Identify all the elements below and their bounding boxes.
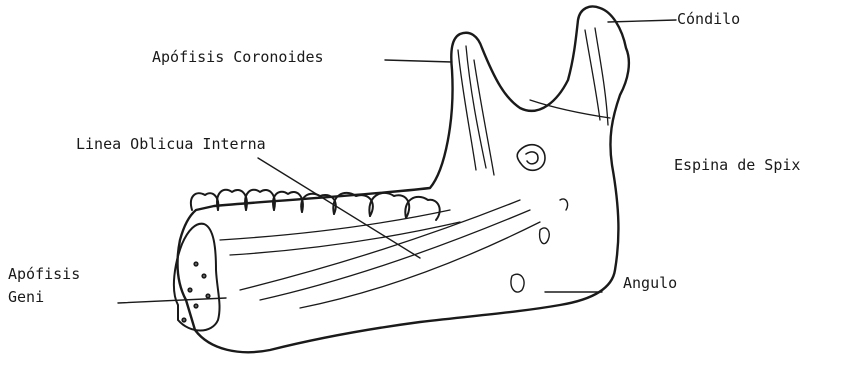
leader-linea-oblicua [258,158,420,258]
oblique-line-striations [220,200,540,308]
label-apofisis-geni-line2: Geni [8,287,44,307]
label-linea-oblicua-interna: Linea Oblicua Interna [76,134,266,154]
label-condilo: Cóndilo [677,9,740,29]
mandibular-foramen [517,145,545,171]
leader-condilo [608,20,676,22]
leader-coronoides [385,60,452,62]
geni-dots [182,262,209,321]
label-angulo: Angulo [623,273,677,293]
leader-geni [118,298,226,303]
angle-markings [511,199,568,292]
label-apofisis-geni-line1: Apófisis [8,264,80,284]
label-espina-de-spix: Espina de Spix [674,155,800,175]
label-apofisis-coronoides: Apófisis Coronoides [152,47,324,67]
